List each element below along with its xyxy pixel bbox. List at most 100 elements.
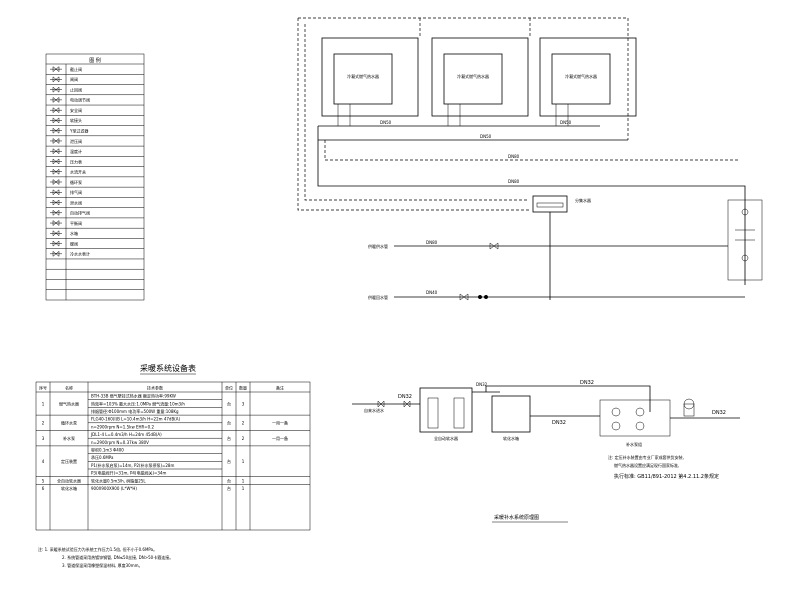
pipe-label-dn32-1: DN32: [398, 394, 412, 400]
table-header: 备注: [276, 385, 284, 391]
legend-label: 排气阀: [70, 189, 82, 195]
softened-tank: [491, 395, 531, 433]
row-name: 循环水泵: [61, 420, 77, 426]
balance-valve-icon: [50, 220, 62, 227]
water-tank-icon: [50, 230, 62, 237]
table-header: 序号: [39, 385, 47, 391]
row-param: 软化水量0.5m3/h, 树脂量25L: [91, 477, 146, 483]
row-param: P1(补水泵启泵)=14m, P2(补水泵停泵)=28m: [91, 462, 174, 468]
soft-joint-icon: [50, 117, 62, 124]
makeup-diagram-title: 采暖补水系统原理图: [494, 514, 539, 521]
row-number: 5: [42, 478, 45, 483]
row-qty: 3: [242, 401, 245, 406]
row-param: P3(电磁阀开)=31m, P4(电磁阀关)=34m: [91, 470, 166, 476]
legend-label: 温度计: [70, 148, 82, 154]
pump-group: [599, 399, 671, 437]
boiler-schematic: 冷凝式燃气热水器 冷凝式燃气热水器 冷凝式燃气热水器 DN50 DN50 DN5…: [297, 17, 763, 301]
row-number: 3: [42, 436, 45, 441]
pipe-label-dn50-c: DN50: [560, 120, 572, 125]
row-param: n=2900rpm N=0.37kw 380V: [91, 440, 149, 445]
boiler-1: 冷凝式燃气热水器: [321, 37, 419, 117]
legend-label: 软接头: [70, 117, 82, 123]
table-row: 2 循环水泵 FLG40-160(I)B L=10.4m3/h H=22m 47dB…: [42, 417, 288, 430]
row-number: 4: [42, 459, 45, 464]
legend-label: Y型过滤器: [69, 127, 88, 133]
boiler-3-label: 冷凝式燃气热水器: [565, 73, 597, 79]
tank-label: 软化水箱: [503, 435, 519, 441]
row-unit: 台: [227, 458, 231, 464]
row-qty: 2: [242, 436, 245, 441]
row-name: 燃气热水器: [59, 400, 79, 406]
pipe-label-dn50-a: DN50: [380, 120, 392, 125]
table-header: 技术参数: [147, 385, 163, 391]
pipe-label-dn32-3: DN32: [580, 380, 594, 386]
row-name: 定压装置: [61, 458, 77, 464]
table-header: 名称: [65, 385, 73, 391]
pipe-label-dn80-c: DN80: [426, 240, 438, 245]
ball-valve-icon: [50, 66, 62, 73]
legend-label: 电动调节阀: [70, 97, 90, 103]
gate-valve-icon: [50, 76, 62, 83]
row-unit: 台: [227, 485, 231, 491]
equipment-table-title: 采暖系统设备表: [140, 363, 196, 373]
pressure-gauge-icon: [50, 158, 62, 165]
solenoid-valve-icon: [50, 96, 62, 103]
boiler-2-label: 冷凝式燃气热水器: [457, 73, 489, 79]
row-param: FLG40-160(I)B L=10.4m3/h H=22m 47dB(A): [91, 417, 180, 422]
legend-title: 图 例: [89, 57, 101, 64]
legend-label: 冷水水表计: [70, 251, 90, 257]
row-name: 软化水箱: [61, 485, 77, 491]
makeup-note-2: 燃气热水器设置应满足现行国家标准,: [614, 462, 679, 468]
legend-label: 循环泵: [70, 179, 82, 185]
softener-label: 全自动软水器: [434, 435, 458, 441]
note-line-3: 3. 管道保温采用橡塑保温材料, 厚度30mm。: [62, 562, 143, 568]
row-param: BTH-33B 燃气壁挂式热水器 额定热功率:99KW: [91, 393, 176, 399]
row-qty: 1: [242, 478, 245, 483]
row-param: n=2900rpm N=1.5kw EHR=0.2: [91, 424, 154, 429]
row-qty: 1: [242, 459, 245, 464]
row-number: 1: [42, 401, 45, 406]
pump-icon: [50, 178, 62, 186]
check-valve-icon: [50, 86, 62, 93]
pipe-label-dn50-b: DN50: [480, 134, 492, 139]
makeup-note-1: 注: 定压补水装置由专业厂家成套供货安装,: [608, 454, 684, 460]
butterfly-valve-icon: [50, 240, 62, 247]
table-header: 单位: [225, 385, 233, 391]
legend-label: 蝶阀: [70, 240, 78, 246]
boiler-2: 冷凝式燃气热水器: [431, 37, 529, 117]
row-param: JDL1-4 L=0.4m3/h H=24m 45dB(A): [90, 432, 162, 437]
legend-label: 安全阀: [70, 107, 82, 113]
makeup-diagram: 自来水进水 DN32 全自动软水器 DN32 软化水箱 DN32 DN32 补水…: [352, 380, 740, 523]
legend-table: 图 例 截止阀闸阀止回阀电动调节阀安全阀软接头Y型过滤器泄压阀温度计压力表水流开…: [45, 53, 145, 301]
note-line-1: 注: 1. 采暖系统试验压力为系统工作压力1.5倍, 但不小于0.6MPa。: [38, 546, 157, 552]
legend-label: 截止阀: [70, 66, 82, 72]
thermometer-icon: [50, 148, 62, 155]
row-number: 2: [42, 421, 45, 426]
supply-line-label: 供暖供水管: [368, 243, 388, 249]
legend-label: 水流开关: [70, 169, 86, 175]
row-param: 容积0.1m3 Φ400: [91, 447, 124, 453]
row-name: 全自动软水器: [57, 477, 81, 483]
pipe-label-dn32-5: DN32: [712, 410, 726, 416]
boiler-1-label: 冷凝式燃气热水器: [347, 73, 379, 79]
pipe-label-dn80-b: DN80: [508, 179, 520, 184]
auto-exhaust-icon: [50, 209, 62, 216]
return-line-label: 供暖回水管: [368, 294, 388, 300]
boiler-3: 冷凝式燃气热水器: [539, 37, 637, 117]
makeup-note-3: 执行标准: GB11/891-2012 第4.2.11.2条规定: [614, 473, 719, 480]
flow-switch-icon: [50, 168, 62, 175]
row-param: 900X900X900 (L*W*H): [91, 486, 137, 491]
pump-label: 补水泵组: [626, 441, 642, 447]
pipe-label-dn40-a: DN40: [426, 290, 438, 295]
legend-label: 自动排气阀: [70, 210, 90, 216]
relief-valve-icon: [50, 137, 62, 144]
row-note: 一用一备: [272, 435, 288, 441]
air-vent-icon: [50, 189, 62, 196]
safety-valve-icon: [50, 107, 62, 114]
softener: [419, 387, 473, 433]
water-meter-icon: [50, 250, 62, 257]
